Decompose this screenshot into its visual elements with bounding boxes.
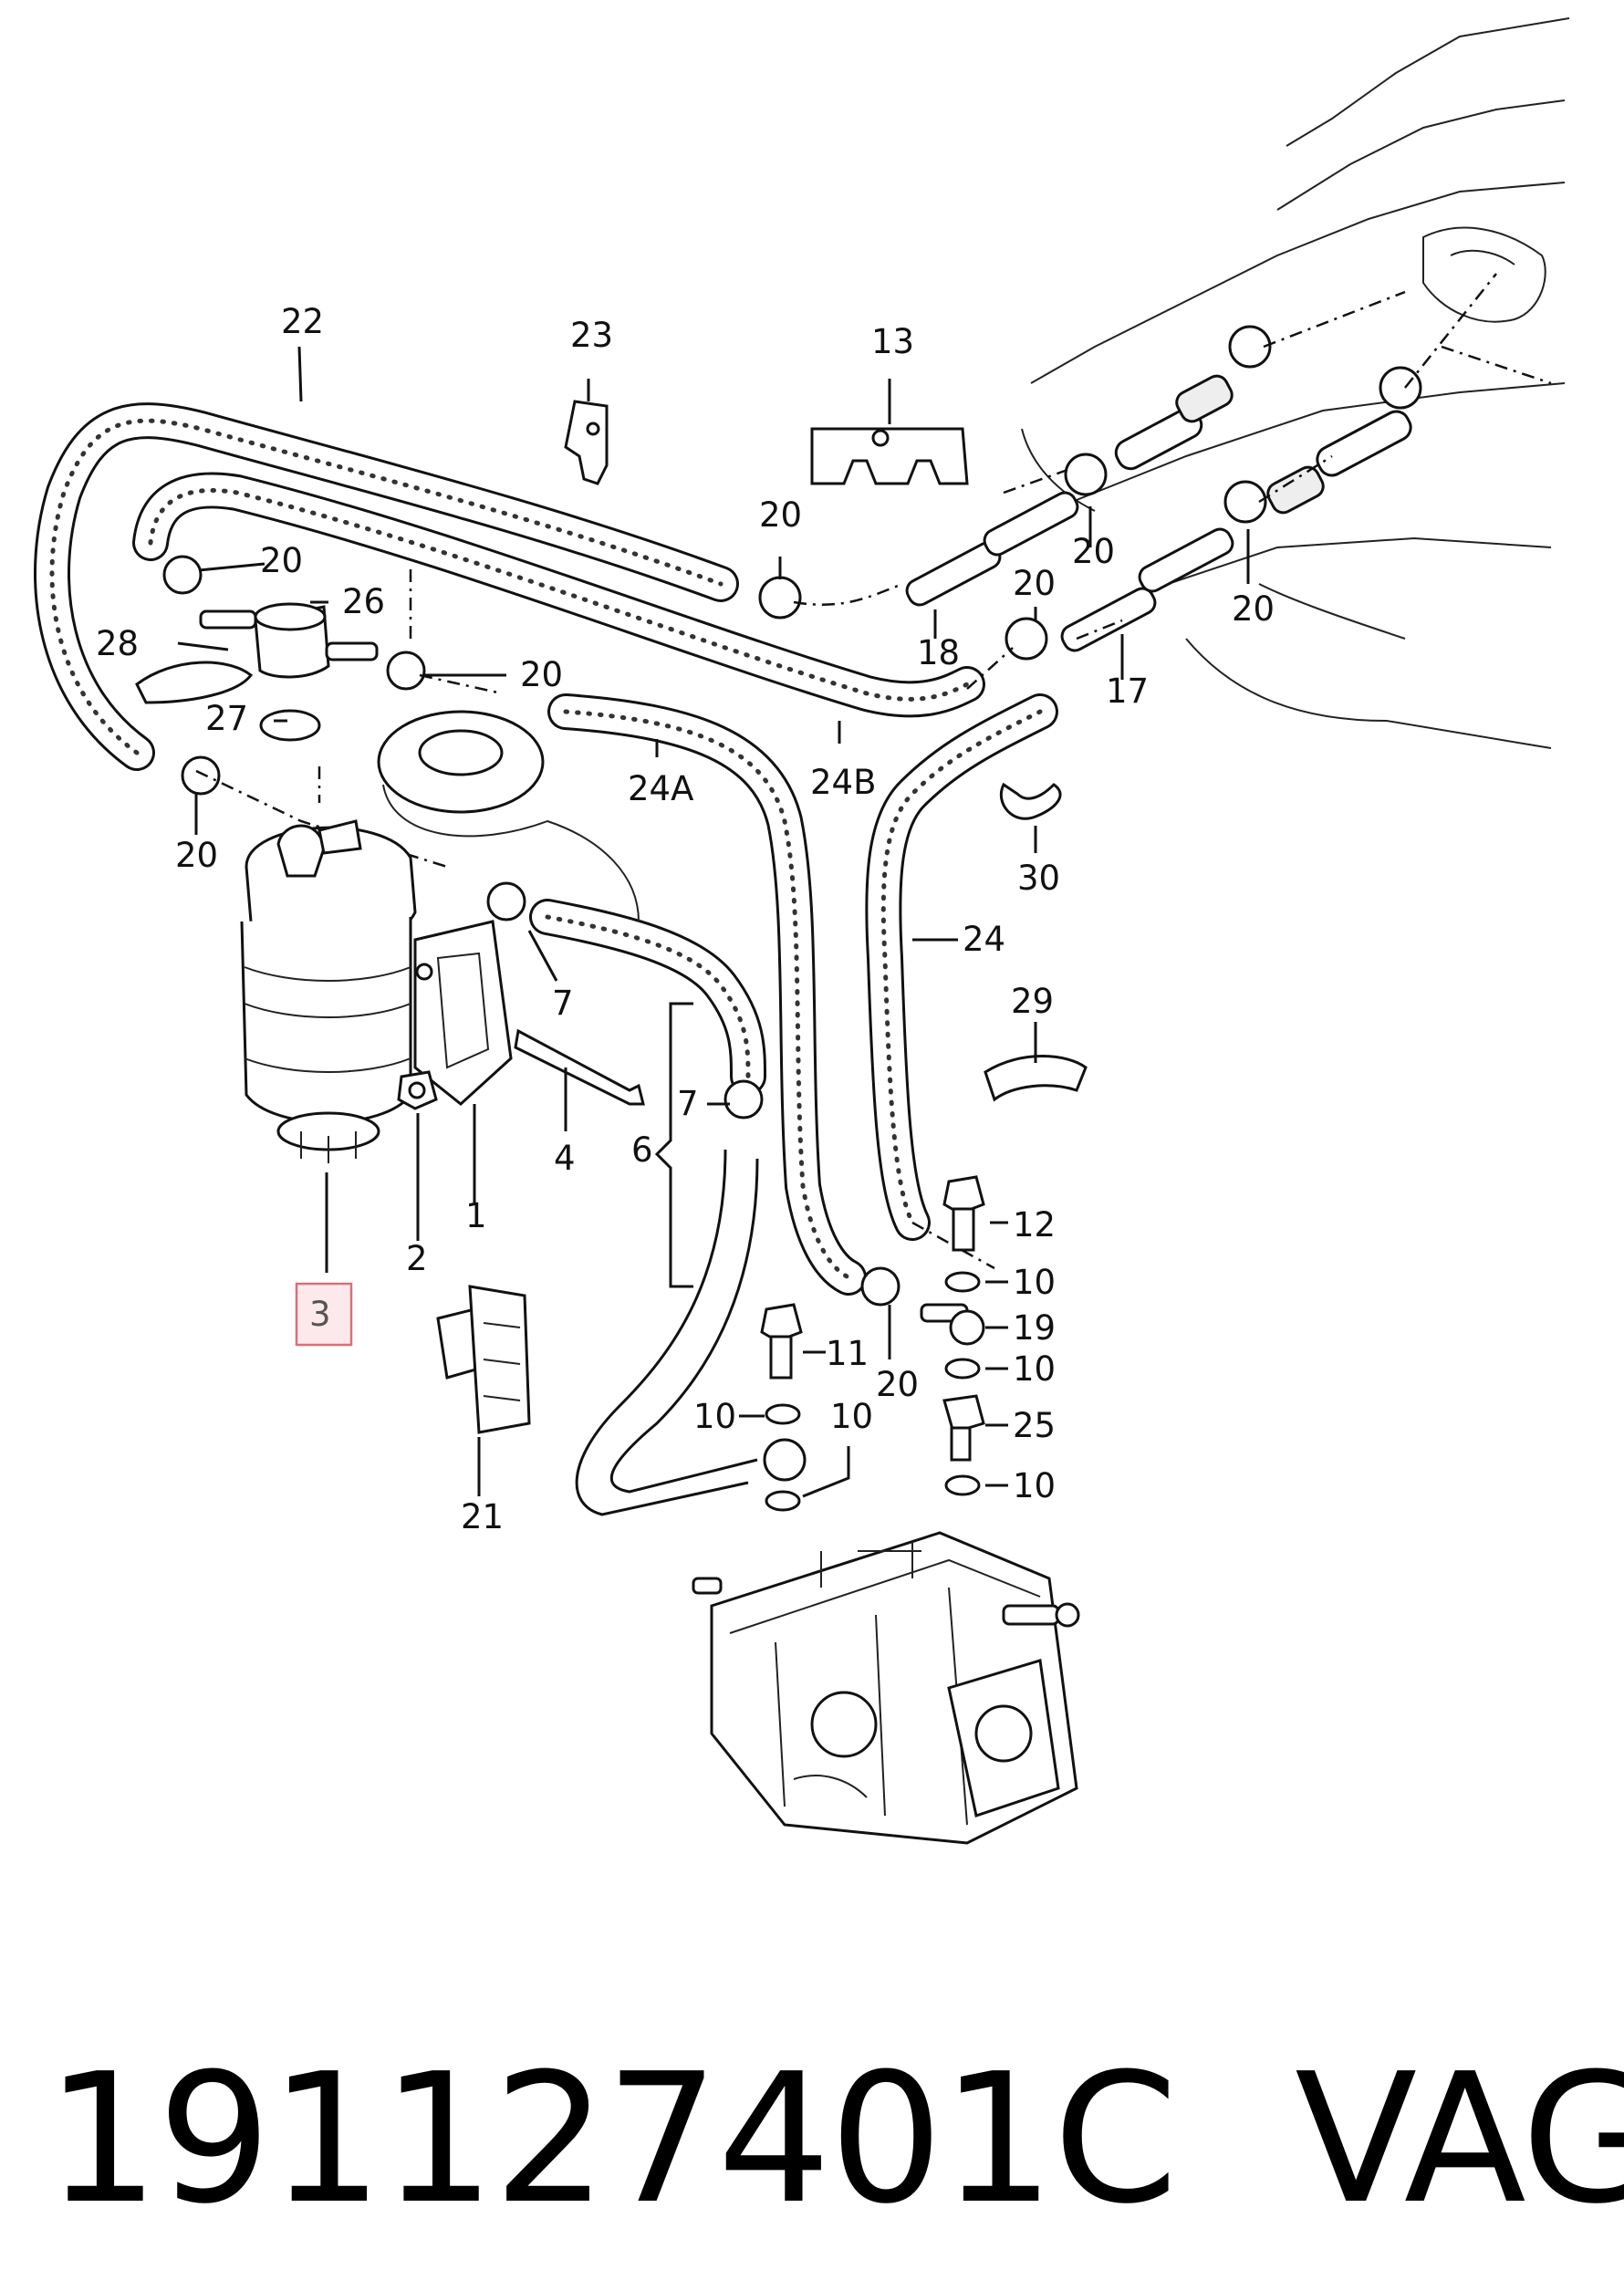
callout-labels: 22 23 13 20 20 26 28 27 20 24A 24B 18 20… — [96, 302, 1275, 1536]
clip-30 — [999, 782, 1062, 820]
banjo-bolt-11 — [760, 1303, 803, 1380]
callout-29: 29 — [1011, 982, 1054, 1021]
part-number: 191127401C — [46, 2036, 1178, 2244]
callout-3-box — [295, 1282, 353, 1347]
callout-22: 22 — [281, 302, 324, 341]
brand-name: VAG — [1295, 2036, 1624, 2244]
banjo-union — [763, 1438, 807, 1482]
center-lines — [195, 273, 1497, 1270]
fuel-filter-3 — [240, 819, 417, 1163]
pipe-set-18 — [905, 374, 1234, 607]
clip-21 — [436, 1285, 531, 1434]
hose-24B — [132, 472, 985, 718]
callout-20: 20 — [876, 1365, 919, 1404]
callout-23: 23 — [570, 316, 613, 355]
callout-17: 17 — [1106, 672, 1149, 711]
callout-10: 10 — [1013, 1349, 1056, 1389]
callout-24: 24 — [963, 920, 1005, 959]
callout-3-highlight[interactable]: 3 — [295, 1282, 353, 1347]
callout-21: 21 — [461, 1497, 504, 1536]
hose-24A — [547, 693, 867, 1296]
group-6-bracket — [654, 1002, 693, 1288]
callout-19: 19 — [1013, 1308, 1056, 1348]
callout-12: 12 — [1013, 1205, 1056, 1244]
injection-pump — [692, 1531, 1080, 1845]
callout-20: 20 — [175, 836, 218, 875]
union-19 — [920, 1303, 985, 1346]
hose-24 — [865, 693, 1058, 1241]
vehicle-body-outline — [1021, 17, 1570, 749]
part-number-footer: 191127401C VAG — [46, 2012, 1624, 2267]
callout-13: 13 — [871, 322, 914, 361]
seal-28 — [135, 661, 254, 704]
hose-pump-feed — [575, 1149, 759, 1516]
clip-13 — [810, 427, 969, 485]
clip-29 — [984, 1055, 1088, 1102]
callout-24B: 24B — [810, 763, 876, 802]
callout-10: 10 — [830, 1397, 873, 1436]
o-ring-27 — [259, 709, 321, 742]
callout-24A: 24A — [628, 769, 693, 808]
callout-10: 10 — [1013, 1263, 1056, 1302]
callout-27: 27 — [205, 699, 248, 738]
callout-4: 4 — [554, 1139, 576, 1178]
callout-25: 25 — [1013, 1406, 1056, 1445]
callout-1: 1 — [465, 1196, 487, 1235]
hose-22 — [34, 402, 739, 771]
callout-20: 20 — [1013, 564, 1056, 603]
hose-clamps — [162, 325, 1422, 1307]
callout-20: 20 — [1232, 589, 1275, 629]
callout-2: 2 — [406, 1239, 428, 1278]
banjo-bolt-12 — [942, 1175, 985, 1252]
callout-30: 30 — [1017, 859, 1060, 898]
callout-20: 20 — [520, 655, 563, 694]
callout-28: 28 — [96, 624, 139, 663]
callout-20: 20 — [1072, 532, 1115, 571]
parts-diagram: 22 23 13 20 20 26 28 27 20 24A 24B 18 20… — [34, 17, 1570, 1845]
callout-7: 7 — [552, 984, 574, 1023]
bracket-23 — [564, 400, 609, 485]
valve-26 — [199, 602, 379, 679]
bracket-1 — [413, 920, 513, 1106]
hose-7 — [529, 899, 766, 1095]
callout-26: 26 — [342, 582, 385, 621]
leader-lines — [177, 346, 1250, 1498]
callout-20: 20 — [260, 541, 303, 580]
callout-6: 6 — [631, 1130, 653, 1170]
nut-2 — [397, 1070, 438, 1110]
callout-10: 10 — [1013, 1466, 1056, 1505]
callout-20: 20 — [759, 495, 802, 535]
seal-rings-10 — [765, 1271, 981, 1512]
callout-3: 3 — [309, 1295, 331, 1334]
filter-housing-cap — [377, 710, 640, 922]
callout-7: 7 — [677, 1084, 699, 1123]
callout-11: 11 — [826, 1334, 869, 1373]
callout-18: 18 — [917, 633, 960, 672]
callout-10: 10 — [693, 1397, 736, 1436]
bolt-4 — [514, 1028, 645, 1106]
screw-25 — [942, 1394, 985, 1462]
